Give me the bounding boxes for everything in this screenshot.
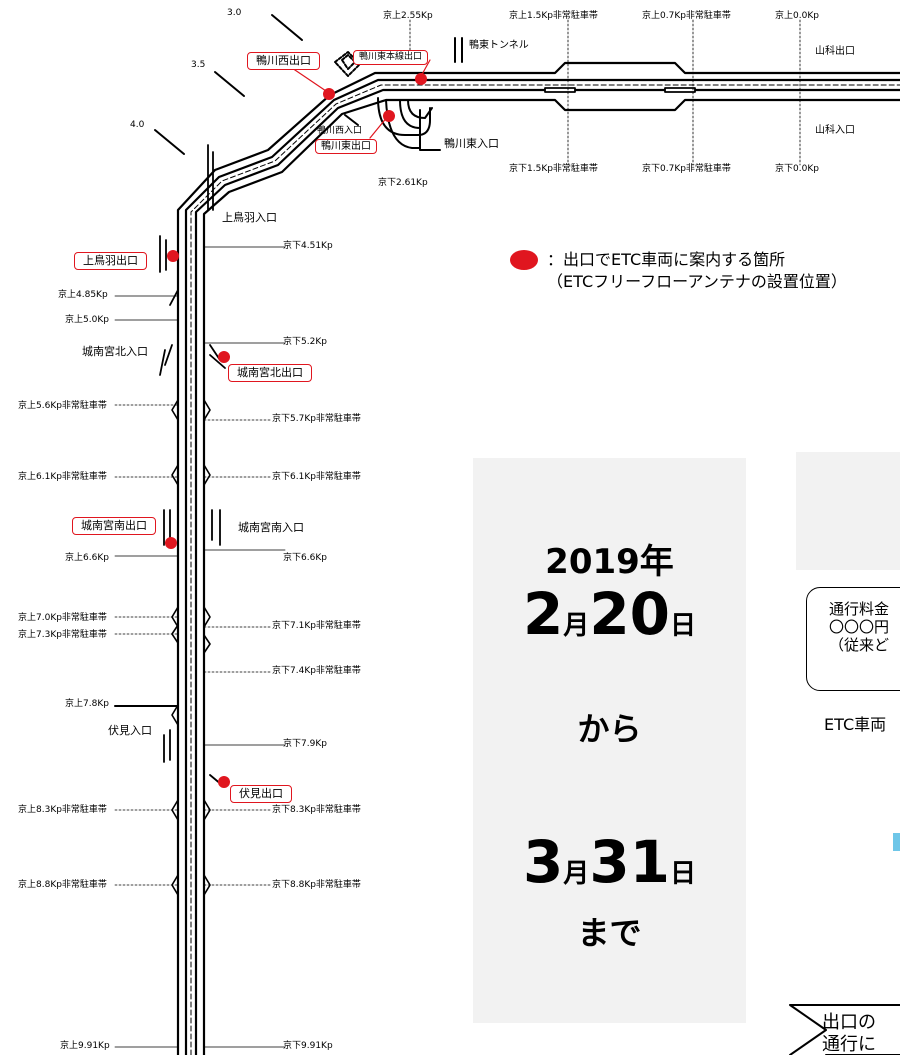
start-month: 2: [522, 580, 564, 648]
label-up-8-8: 京上8.8Kp非常駐車帯: [18, 880, 107, 890]
period-panel: 2019年 2月20日 から 3月31日 まで: [473, 458, 746, 1023]
etc-vehicle-text: ETC車両: [824, 715, 887, 734]
label-kamogawa-nishi-entrance: 鴨川西入口: [317, 126, 363, 136]
label-kyodown-0-7: 京下0.7Kp非常駐車帯: [642, 164, 731, 174]
label-down-9-91: 京下9.91Kp: [283, 1041, 333, 1051]
label-up-7-0: 京上7.0Kp非常駐車帯: [18, 613, 107, 623]
exit-jonangu-kita: 城南宮北出口: [228, 364, 312, 382]
label-yamashina-entrance: 山科入口: [815, 125, 855, 136]
period-year: 2019年: [545, 542, 674, 582]
label-down-7-4: 京下7.4Kp非常駐車帯: [272, 666, 361, 676]
fare-line-3: （従来ど: [829, 636, 890, 654]
kp-3-0: 3.0: [227, 8, 242, 18]
label-up-6-6: 京上6.6Kp: [65, 553, 109, 563]
exit-kamohigashi-honsen: 鴨川東本線出口: [353, 50, 429, 65]
period-start-date: 2月20日: [473, 580, 746, 648]
exit-kamogawa-nishi: 鴨川西出口: [247, 52, 320, 70]
label-down-7-1: 京下7.1Kp非常駐車帯: [272, 621, 361, 631]
end-month: 3: [522, 828, 564, 896]
exit-kamohigashi: 鴨川東出口: [315, 139, 377, 154]
parking-bays-top: [544, 87, 696, 93]
period-until: まで: [577, 914, 642, 952]
exit-markers: [165, 73, 427, 788]
notice-image-area: [796, 452, 900, 570]
exit-kamitoba: 上鳥羽出口: [74, 252, 147, 270]
fare-line-2: 〇〇〇円: [829, 618, 890, 636]
label-kyoup-1-5: 京上1.5Kp非常駐車帯: [509, 11, 598, 21]
label-jonangu-kita-entrance: 城南宮北入口: [82, 345, 148, 358]
label-jonangu-minami-entrance: 城南宮南入口: [238, 521, 304, 534]
label-down-5-2: 京下5.2Kp: [283, 337, 327, 347]
period-end-date: 3月31日: [473, 828, 746, 896]
period-from: から: [577, 710, 642, 748]
vertical-ramps: [159, 144, 226, 786]
kp-leaders: [114, 246, 286, 1048]
kp-ticks: [154, 14, 303, 155]
bottom-text-2: 通行に: [822, 1034, 876, 1055]
label-fushimi-entrance: 伏見入口: [108, 724, 152, 737]
label-yamashina-exit: 山科出口: [815, 46, 855, 57]
cropped-illustration: [893, 833, 900, 851]
banner-chevron: [789, 1004, 900, 1055]
kp-3-5: 3.5: [191, 60, 206, 70]
label-kyoup-2-55: 京上2.55Kp: [383, 11, 433, 21]
legend-line-1: ：出口でETC車両に案内する箇所: [547, 250, 786, 269]
fare-line-1: 通行料金: [829, 600, 890, 618]
label-kyoup-0-0: 京上0.0Kp: [775, 11, 819, 21]
center-divider: [190, 84, 900, 1055]
legend-marker-icon: [510, 250, 538, 270]
end-month-unit: 月: [563, 859, 590, 889]
exit-jonangu-minami: 城南宮南出口: [72, 517, 156, 535]
label-up-7-3: 京上7.3Kp非常駐車帯: [18, 630, 107, 640]
legend-line-2: （ETCフリーフローアンテナの設置位置）: [547, 272, 847, 291]
start-day: 20: [589, 580, 671, 648]
label-kyodown-2-61: 京下2.61Kp: [378, 178, 428, 188]
end-day-unit: 日: [670, 859, 697, 889]
label-kamohigashi-entrance: 鴨川東入口: [444, 137, 499, 150]
label-up-4-85: 京上4.85Kp: [58, 290, 108, 300]
label-down-4-51: 京下4.51Kp: [283, 241, 333, 251]
label-down-6-1: 京下6.1Kp非常駐車帯: [272, 472, 361, 482]
label-down-8-3: 京下8.3Kp非常駐車帯: [272, 805, 361, 815]
label-kamitoba-entrance: 上鳥羽入口: [222, 211, 277, 224]
label-up-9-91: 京上9.91Kp: [60, 1041, 110, 1051]
label-kyodown-0-0: 京下0.0Kp: [775, 164, 819, 174]
label-kyodown-1-5: 京下1.5Kp非常駐車帯: [509, 164, 598, 174]
label-up-5-0: 京上5.0Kp: [65, 315, 109, 325]
label-down-6-6: 京下6.6Kp: [283, 553, 327, 563]
label-up-6-1: 京上6.1Kp非常駐車帯: [18, 472, 107, 482]
kp-4-0: 4.0: [130, 120, 145, 130]
fare-notice-box: 通行料金 〇〇〇円 （従来ど: [806, 587, 900, 691]
label-down-7-9: 京下7.9Kp: [283, 739, 327, 749]
exit-fushimi: 伏見出口: [230, 785, 292, 803]
label-up-7-8: 京上7.8Kp: [65, 699, 109, 709]
bottom-text-1: 出口の: [822, 1012, 876, 1033]
start-day-unit: 日: [670, 611, 697, 641]
label-kamo-tunnel: 鴨東トンネル: [469, 40, 529, 51]
tunnel-marks: [454, 37, 463, 63]
start-month-unit: 月: [563, 611, 590, 641]
label-up-8-3: 京上8.3Kp非常駐車帯: [18, 805, 107, 815]
label-down-5-7: 京下5.7Kp非常駐車帯: [272, 414, 361, 424]
end-day: 31: [589, 828, 671, 896]
label-kyoup-0-7: 京上0.7Kp非常駐車帯: [642, 11, 731, 21]
label-up-5-6: 京上5.6Kp非常駐車帯: [18, 401, 107, 411]
label-down-8-8: 京下8.8Kp非常駐車帯: [272, 880, 361, 890]
